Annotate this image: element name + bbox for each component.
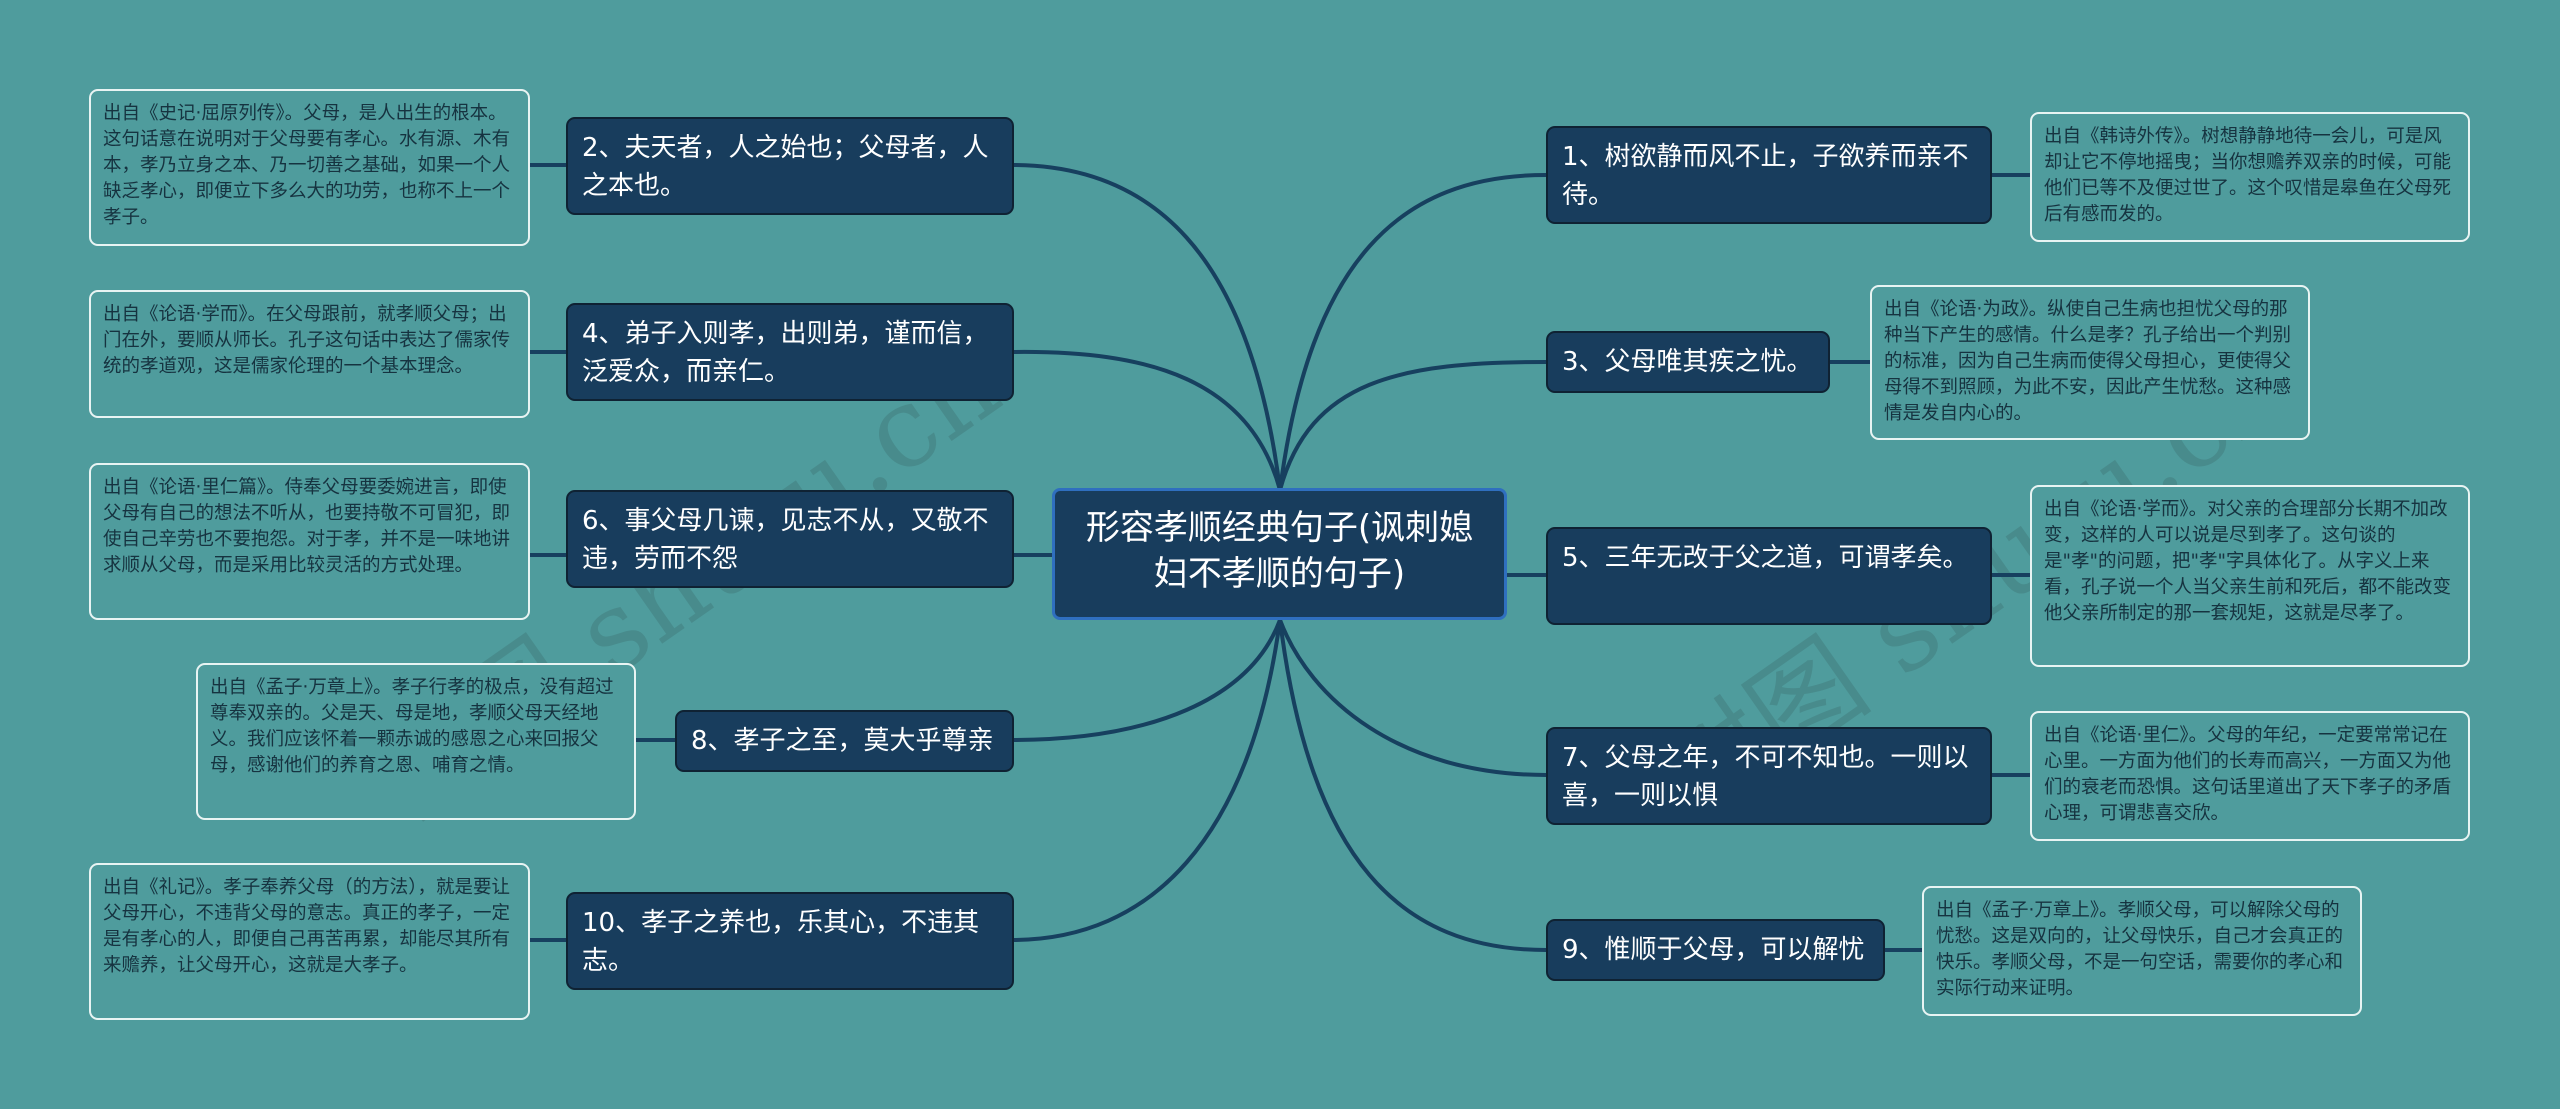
note-text: 出自《论语·里仁》。父母的年纪，一定要常常记在心里。一方面为他们的长寿而高兴，一… [2044, 725, 2452, 824]
branch-node-4[interactable]: 4、弟子入则孝，出则弟，谨而信，泛爱众，而亲仁。 [566, 303, 1014, 401]
branch-node-2[interactable]: 2、夫天者，人之始也；父母者，人之本也。 [566, 117, 1014, 215]
note-text: 出自《韩诗外传》。树想静静地待一会儿，可是风却让它不停地摇曳；当你想赡养双亲的时… [2044, 126, 2452, 225]
branch-label: 2、夫天者，人之始也；父母者，人之本也。 [582, 133, 989, 201]
branch-node-8[interactable]: 8、孝子之至，莫大乎尊亲 [675, 710, 1014, 772]
branch-node-3[interactable]: 3、父母唯其疾之忧。 [1546, 331, 1830, 393]
branch-label: 10、孝子之养也，乐其心，不违其志。 [582, 908, 980, 976]
note-box: 出自《史记·屈原列传》。父母，是人出生的根本。这句话意在说明对于父母要有孝心。水… [89, 89, 530, 246]
branch-node-10[interactable]: 10、孝子之养也，乐其心，不违其志。 [566, 892, 1014, 990]
note-text: 出自《孟子·万章上》。孝顺父母，可以解除父母的忧愁。这是双向的，让父母快乐，自己… [1936, 900, 2344, 999]
note-text: 出自《礼记》。孝子奉养父母（的方法），就是要让父母开心，不违背父母的意志。真正的… [103, 877, 511, 976]
branch-label: 8、孝子之至，莫大乎尊亲 [691, 726, 994, 756]
note-box: 出自《论语·学而》。在父母跟前，就孝顺父母；出门在外，要顺从师长。孔子这句话中表… [89, 290, 530, 418]
branch-label: 4、弟子入则孝，出则弟，谨而信，泛爱众，而亲仁。 [582, 319, 989, 387]
branch-label: 7、父母之年，不可不知也。一则以喜，一则以惧 [1562, 743, 1969, 811]
note-box: 出自《孟子·万章上》。孝顺父母，可以解除父母的忧愁。这是双向的，让父母快乐，自己… [1922, 886, 2362, 1016]
note-text: 出自《论语·为政》。纵使自己生病也担忧父母的那种当下产生的感情。什么是孝？孔子给… [1884, 299, 2292, 424]
branch-node-9[interactable]: 9、惟顺于父母，可以解忧 [1546, 919, 1885, 981]
note-box: 出自《韩诗外传》。树想静静地待一会儿，可是风却让它不停地摇曳；当你想赡养双亲的时… [2030, 112, 2470, 242]
branch-label: 9、惟顺于父母，可以解忧 [1562, 935, 1865, 965]
note-text: 出自《论语·里仁篇》。侍奉父母要委婉进言，即使父母有自己的想法不听从，也要持敬不… [103, 477, 511, 576]
branch-node-1[interactable]: 1、树欲静而风不止，子欲养而亲不待。 [1546, 126, 1992, 224]
note-box: 出自《礼记》。孝子奉养父母（的方法），就是要让父母开心，不违背父母的意志。真正的… [89, 863, 530, 1020]
central-topic[interactable]: 形容孝顺经典句子(讽刺媳妇不孝顺的句子) [1052, 488, 1507, 620]
branch-node-7[interactable]: 7、父母之年，不可不知也。一则以喜，一则以惧 [1546, 727, 1992, 825]
branch-node-6[interactable]: 6、事父母几谏，见志不从，又敬不违，劳而不怨 [566, 490, 1014, 588]
note-box: 出自《论语·里仁篇》。侍奉父母要委婉进言，即使父母有自己的想法不听从，也要持敬不… [89, 463, 530, 620]
branch-label: 5、三年无改于父之道，可谓孝矣。 [1562, 543, 1969, 573]
note-box: 出自《孟子·万章上》。孝子行孝的极点，没有超过尊奉双亲的。父是天、母是地，孝顺父… [196, 663, 636, 820]
note-box: 出自《论语·学而》。对父亲的合理部分长期不加改变，这样的人可以说是尽到孝了。这句… [2030, 485, 2470, 667]
note-text: 出自《论语·学而》。在父母跟前，就孝顺父母；出门在外，要顺从师长。孔子这句话中表… [103, 304, 511, 377]
central-topic-text: 形容孝顺经典句子(讽刺媳妇不孝顺的句子) [1085, 508, 1474, 594]
note-text: 出自《孟子·万章上》。孝子行孝的极点，没有超过尊奉双亲的。父是天、母是地，孝顺父… [210, 677, 614, 776]
note-text: 出自《史记·屈原列传》。父母，是人出生的根本。这句话意在说明对于父母要有孝心。水… [103, 103, 511, 228]
branch-label: 3、父母唯其疾之忧。 [1562, 347, 1813, 377]
note-box: 出自《论语·里仁》。父母的年纪，一定要常常记在心里。一方面为他们的长寿而高兴，一… [2030, 711, 2470, 841]
branch-label: 1、树欲静而风不止，子欲养而亲不待。 [1562, 142, 1969, 210]
branch-node-5[interactable]: 5、三年无改于父之道，可谓孝矣。 [1546, 527, 1992, 625]
branch-label: 6、事父母几谏，见志不从，又敬不违，劳而不怨 [582, 506, 989, 574]
note-box: 出自《论语·为政》。纵使自己生病也担忧父母的那种当下产生的感情。什么是孝？孔子给… [1870, 285, 2310, 440]
note-text: 出自《论语·学而》。对父亲的合理部分长期不加改变，这样的人可以说是尽到孝了。这句… [2044, 499, 2452, 624]
